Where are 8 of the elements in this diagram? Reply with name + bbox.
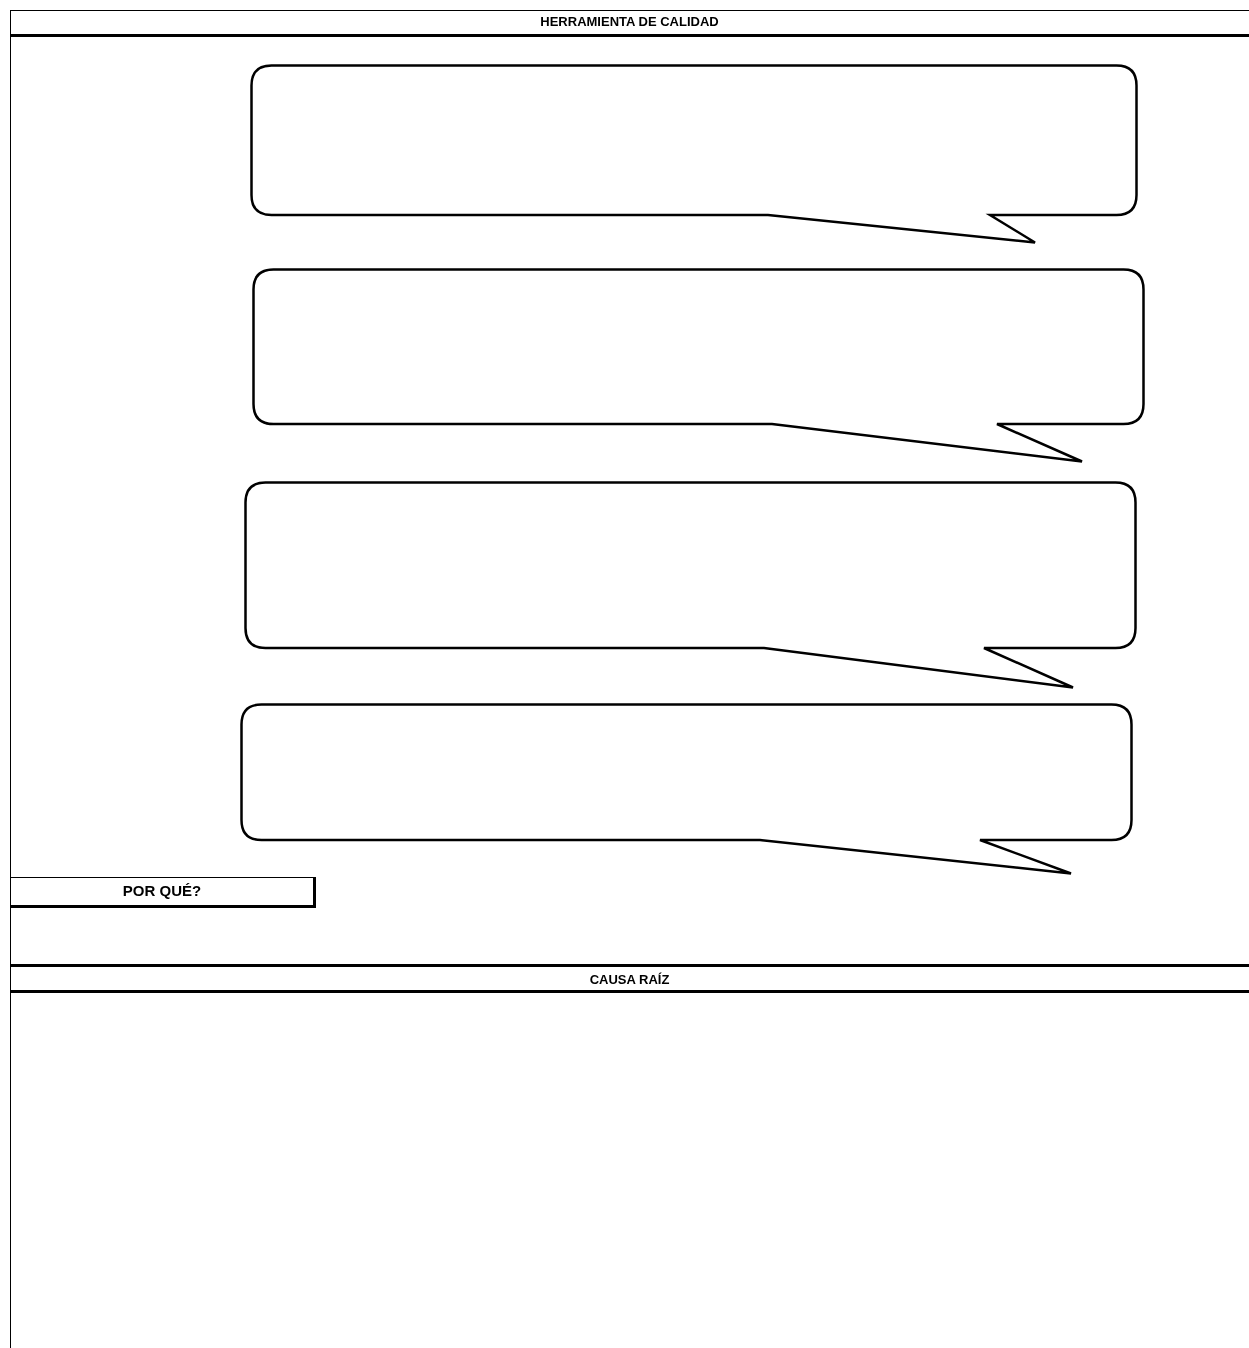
speech-bubble	[244, 481, 1137, 691]
header-title: HERRAMIENTA DE CALIDAD	[540, 13, 719, 31]
section-header: CAUSA RAÍZ	[589, 971, 670, 989]
speech-bubble	[250, 64, 1138, 246]
speech-bubble	[240, 703, 1133, 877]
box-label: POR QUÉ?	[122, 881, 202, 902]
label-box	[10, 877, 316, 908]
speech-bubble	[252, 268, 1145, 465]
